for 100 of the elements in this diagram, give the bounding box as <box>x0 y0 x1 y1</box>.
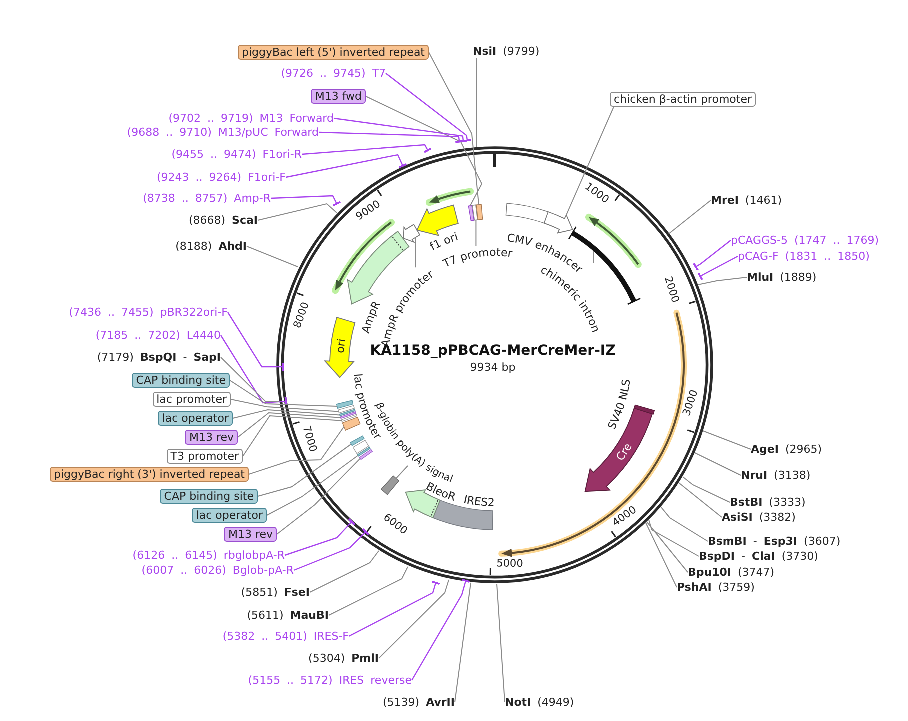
enzyme-site-label: NotI (4949) <box>505 696 574 709</box>
leader-line <box>228 312 284 372</box>
leader-line <box>230 380 338 407</box>
leader-line <box>668 200 712 234</box>
leader-line <box>396 466 408 480</box>
primer-site-label: (8738 .. 8757) Amp-R <box>143 192 271 205</box>
feature-block <box>359 449 373 460</box>
leader-line <box>302 144 432 156</box>
feature-block <box>339 409 356 416</box>
primer-site-label: (9688 .. 9710) M13/pUC Forward <box>127 126 319 139</box>
enzyme-site-label: (8188) AhdI <box>176 240 247 253</box>
feature-tag: T3 promoter <box>166 449 243 464</box>
feature-tag: CAP binding site <box>132 373 230 388</box>
enzyme-site-label: Bpu10I (3747) <box>688 566 775 579</box>
leader-line <box>678 482 722 518</box>
feature-block <box>403 224 420 243</box>
feature-tag: piggyBac left (5') inverted repeat <box>238 45 429 60</box>
leader-line <box>294 528 370 572</box>
leader-line <box>454 582 472 703</box>
leader-line <box>496 584 506 703</box>
enzyme-site-label: (5304) PmlI <box>308 652 379 665</box>
feature-tag: M13 rev <box>224 527 277 542</box>
leader-line <box>310 550 380 593</box>
leader-line <box>476 220 477 246</box>
primer-site-label: (6126 .. 6145) rbglobpA-R <box>132 549 285 562</box>
leader-line <box>318 132 465 144</box>
position-number: 3000 <box>680 388 701 418</box>
leader-line <box>258 203 338 221</box>
enzyme-site-label: MreI (1461) <box>711 194 782 207</box>
primer-site-label: (5382 .. 5401) IRES-F <box>222 630 349 643</box>
feature-tag: chicken β-actin promoter <box>610 92 756 107</box>
feature-tag: lac promoter <box>152 392 231 407</box>
leader-line <box>698 277 748 286</box>
enzyme-site-label: AgeI (2965) <box>751 443 822 456</box>
leader-line <box>692 240 732 272</box>
feature-block <box>506 203 549 224</box>
leader-line <box>648 520 700 557</box>
leader-line <box>246 246 298 268</box>
enzyme-site-label: BstBI (3333) <box>730 496 806 509</box>
leader-line <box>348 580 441 638</box>
leader-line <box>428 52 480 206</box>
leader-line <box>266 455 359 516</box>
feature-tag: piggyBac right (3') inverted repeat <box>50 467 249 482</box>
plasmid-name: KA1158_pPBCAG-MerCreMer-IZ <box>370 343 616 359</box>
leader-line <box>378 580 450 659</box>
leader-line <box>220 357 280 402</box>
feature-block <box>476 204 484 220</box>
enzyme-site-label: BspDI - ClaI (3730) <box>699 550 818 563</box>
enzyme-site-label: (5611) MauBI <box>247 609 329 622</box>
feature-block <box>468 205 475 222</box>
leader-line <box>593 250 594 264</box>
leader-line <box>220 335 288 406</box>
plasmid-length: 9934 bp <box>470 361 516 374</box>
leader-line <box>258 444 352 497</box>
feature-tag: CAP binding site <box>160 489 258 504</box>
leader-line <box>238 412 342 438</box>
primer-site-label: pCAG-F (1831 .. 1850) <box>738 250 870 263</box>
feature-block <box>634 404 655 415</box>
feature-block <box>324 317 356 378</box>
enzyme-site-label: (5851) FseI <box>241 586 310 599</box>
leader-line <box>328 566 408 616</box>
feature-block <box>357 446 371 457</box>
feature-block <box>336 400 354 409</box>
enzyme-site-label: AsiSI (3382) <box>722 511 796 524</box>
primer-site-label: pCAGGS-5 (1747 .. 1769) <box>731 234 880 247</box>
feature-label: Cre <box>614 441 635 464</box>
feature-block <box>381 476 400 496</box>
leader-line <box>386 73 472 142</box>
feature-tag: M13 rev <box>185 430 238 445</box>
feature-tag: lac operator <box>158 411 233 426</box>
leader-line <box>276 458 361 535</box>
enzyme-site-label: (7179) BspQI - SapI <box>97 351 221 364</box>
leader-line <box>682 476 730 503</box>
leader-line <box>411 578 471 681</box>
enzyme-site-label: BsmBI - Esp3I (3607) <box>708 535 841 548</box>
leader-line <box>242 415 342 457</box>
feature-tag: lac operator <box>192 508 267 523</box>
primer-site-label: (7436 .. 7455) pBR322ori-F <box>69 306 228 319</box>
leader-line <box>286 154 408 178</box>
enzyme-site-label: NsiI (9799) <box>473 45 540 58</box>
primer-site-label: (5155 .. 5172) IRES reverse <box>248 674 412 687</box>
leader-line <box>476 58 478 148</box>
feature-label: IRES2 <box>462 493 496 510</box>
position-number: 5000 <box>496 558 524 570</box>
leader-line <box>232 410 340 419</box>
enzyme-site-label: MluI (1889) <box>747 271 817 284</box>
feature-tag: M13 fwd <box>311 89 366 104</box>
primer-site-label: (9243 .. 9264) F1ori-F <box>157 171 286 184</box>
leader-line <box>415 237 416 268</box>
primer-site-label: (7185 .. 7202) L4440 <box>96 329 221 342</box>
enzyme-site-label: (8668) ScaI <box>188 214 258 227</box>
primer-site-label: (9455 .. 9474) F1ori-R <box>172 148 302 161</box>
enzyme-site-label: (5139) AvrII <box>383 696 455 709</box>
feature-block <box>472 204 478 221</box>
leader-line <box>366 96 483 206</box>
leader-line <box>284 518 356 556</box>
position-number: 8000 <box>292 300 312 330</box>
leader-line <box>230 399 340 412</box>
position-number: 7000 <box>300 424 320 454</box>
enzyme-site-label: NruI (3138) <box>741 469 811 482</box>
